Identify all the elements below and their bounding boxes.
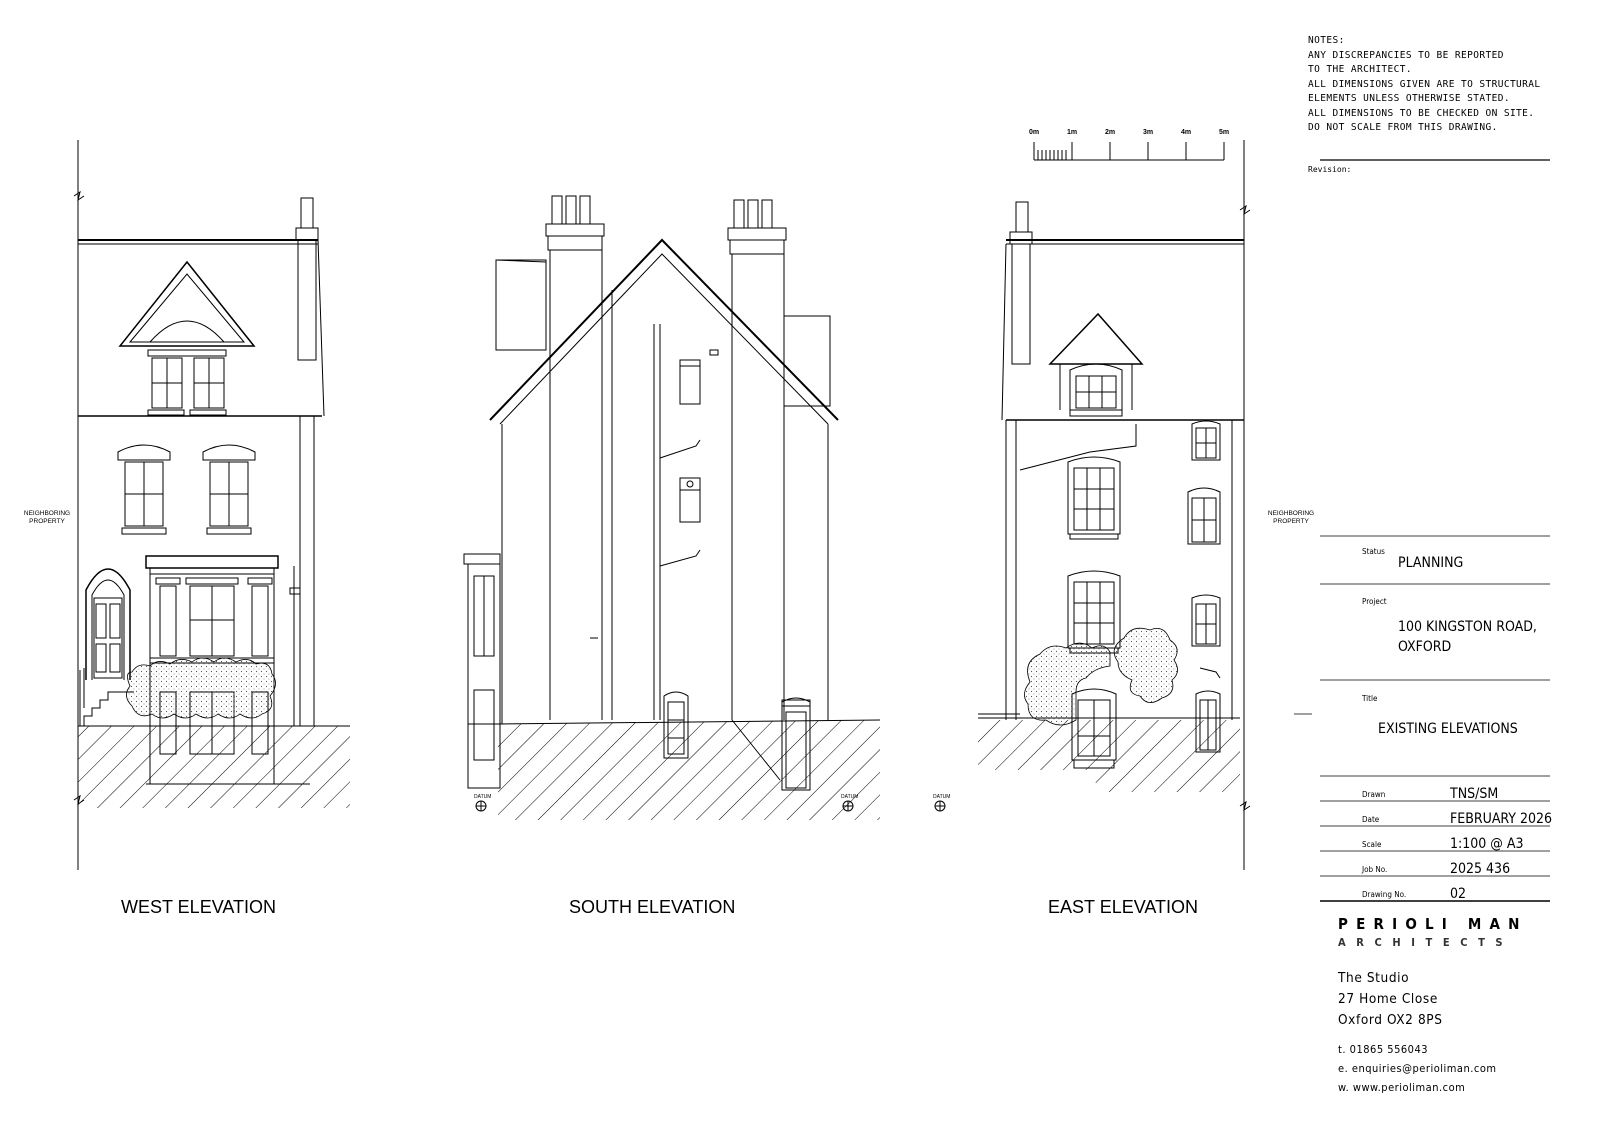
datum-label: DATUM — [841, 794, 859, 800]
notes-line: ALL DIMENSIONS GIVEN ARE TO STRUCTURAL — [1308, 78, 1541, 90]
project-label: Project — [1362, 597, 1387, 606]
east-elevation — [934, 140, 1251, 870]
scale-label: 5m — [1219, 129, 1230, 136]
status-label: Status — [1362, 547, 1385, 556]
firm-address-line: The Studio — [1338, 970, 1410, 986]
scale-bar — [1033, 142, 1225, 161]
drawing-value: 02 — [1450, 886, 1467, 902]
firm-address-line: Oxford OX2 8PS — [1338, 1012, 1443, 1028]
notes-line: DO NOT SCALE FROM THIS DRAWING. — [1308, 122, 1498, 133]
scale-label: 4m — [1181, 129, 1192, 136]
scale-label: 1m — [1067, 129, 1078, 136]
job-label: Job No. — [1362, 865, 1388, 874]
neighboring-label-west: NEIGHBORING PROPERTY — [12, 510, 82, 526]
notes-heading: NOTES: — [1308, 35, 1345, 46]
scale-label: 3m — [1143, 129, 1154, 136]
neighboring-label-east: NEIGHBORING PROPERTY — [1256, 510, 1326, 526]
job-value: 2025 436 — [1450, 861, 1511, 877]
title-block-lines — [1294, 159, 1550, 902]
west-elevation-title: WEST ELEVATION — [121, 897, 277, 917]
firm-phone: t. 01865 556043 — [1338, 1043, 1429, 1056]
south-elevation — [463, 195, 881, 820]
scale-label: 2m — [1105, 129, 1116, 136]
datum-label: DATUM — [933, 794, 951, 800]
south-elevation-title: SOUTH ELEVATION — [569, 897, 736, 917]
status-value: PLANNING — [1398, 555, 1464, 571]
neighboring-line: NEIGHBORING — [1267, 510, 1315, 517]
notes-block: NOTES: ANY DISCREPANCIES TO BE REPORTED … — [1308, 34, 1548, 136]
drawn-label: Drawn — [1362, 790, 1386, 799]
scale-label: Scale — [1362, 840, 1382, 849]
revision-label: Revision: — [1308, 165, 1352, 174]
notes-line: ELEMENTS UNLESS OTHERWISE STATED. — [1308, 93, 1510, 104]
firm-email[interactable]: e. enquiries@perioliman.com — [1338, 1062, 1497, 1075]
drawing-label: Drawing No. — [1362, 890, 1407, 899]
drawn-value: TNS/SM — [1450, 786, 1499, 802]
title-value: EXISTING ELEVATIONS — [1378, 721, 1518, 737]
scale-label: 0m — [1029, 129, 1040, 136]
neighboring-line: PROPERTY — [1273, 518, 1309, 525]
neighboring-line: NEIGHBORING — [23, 510, 71, 517]
notes-line: TO THE ARCHITECT. — [1308, 64, 1413, 75]
datum-label: DATUM — [474, 794, 492, 800]
project-line1: 100 KINGSTON ROAD, — [1398, 619, 1537, 635]
firm-address-line: 27 Home Close — [1338, 991, 1438, 1007]
project-line2: OXFORD — [1398, 639, 1452, 655]
firm-subtitle: ARCHITECTS — [1338, 936, 1514, 949]
date-label: Date — [1362, 815, 1380, 824]
firm-website[interactable]: w. www.perioliman.com — [1338, 1081, 1466, 1094]
east-elevation-title: EAST ELEVATION — [1048, 897, 1199, 917]
scale-value: 1:100 @ A3 — [1450, 836, 1524, 852]
title-label: Title — [1362, 694, 1378, 703]
date-value: FEBRUARY 2026 — [1450, 811, 1553, 827]
firm-name: PERIOLI MAN — [1338, 915, 1528, 933]
neighboring-line: PROPERTY — [29, 518, 65, 525]
notes-line: ANY DISCREPANCIES TO BE REPORTED — [1308, 49, 1504, 61]
notes-line: ALL DIMENSIONS TO BE CHECKED ON SITE. — [1308, 107, 1535, 119]
west-elevation — [73, 140, 350, 870]
